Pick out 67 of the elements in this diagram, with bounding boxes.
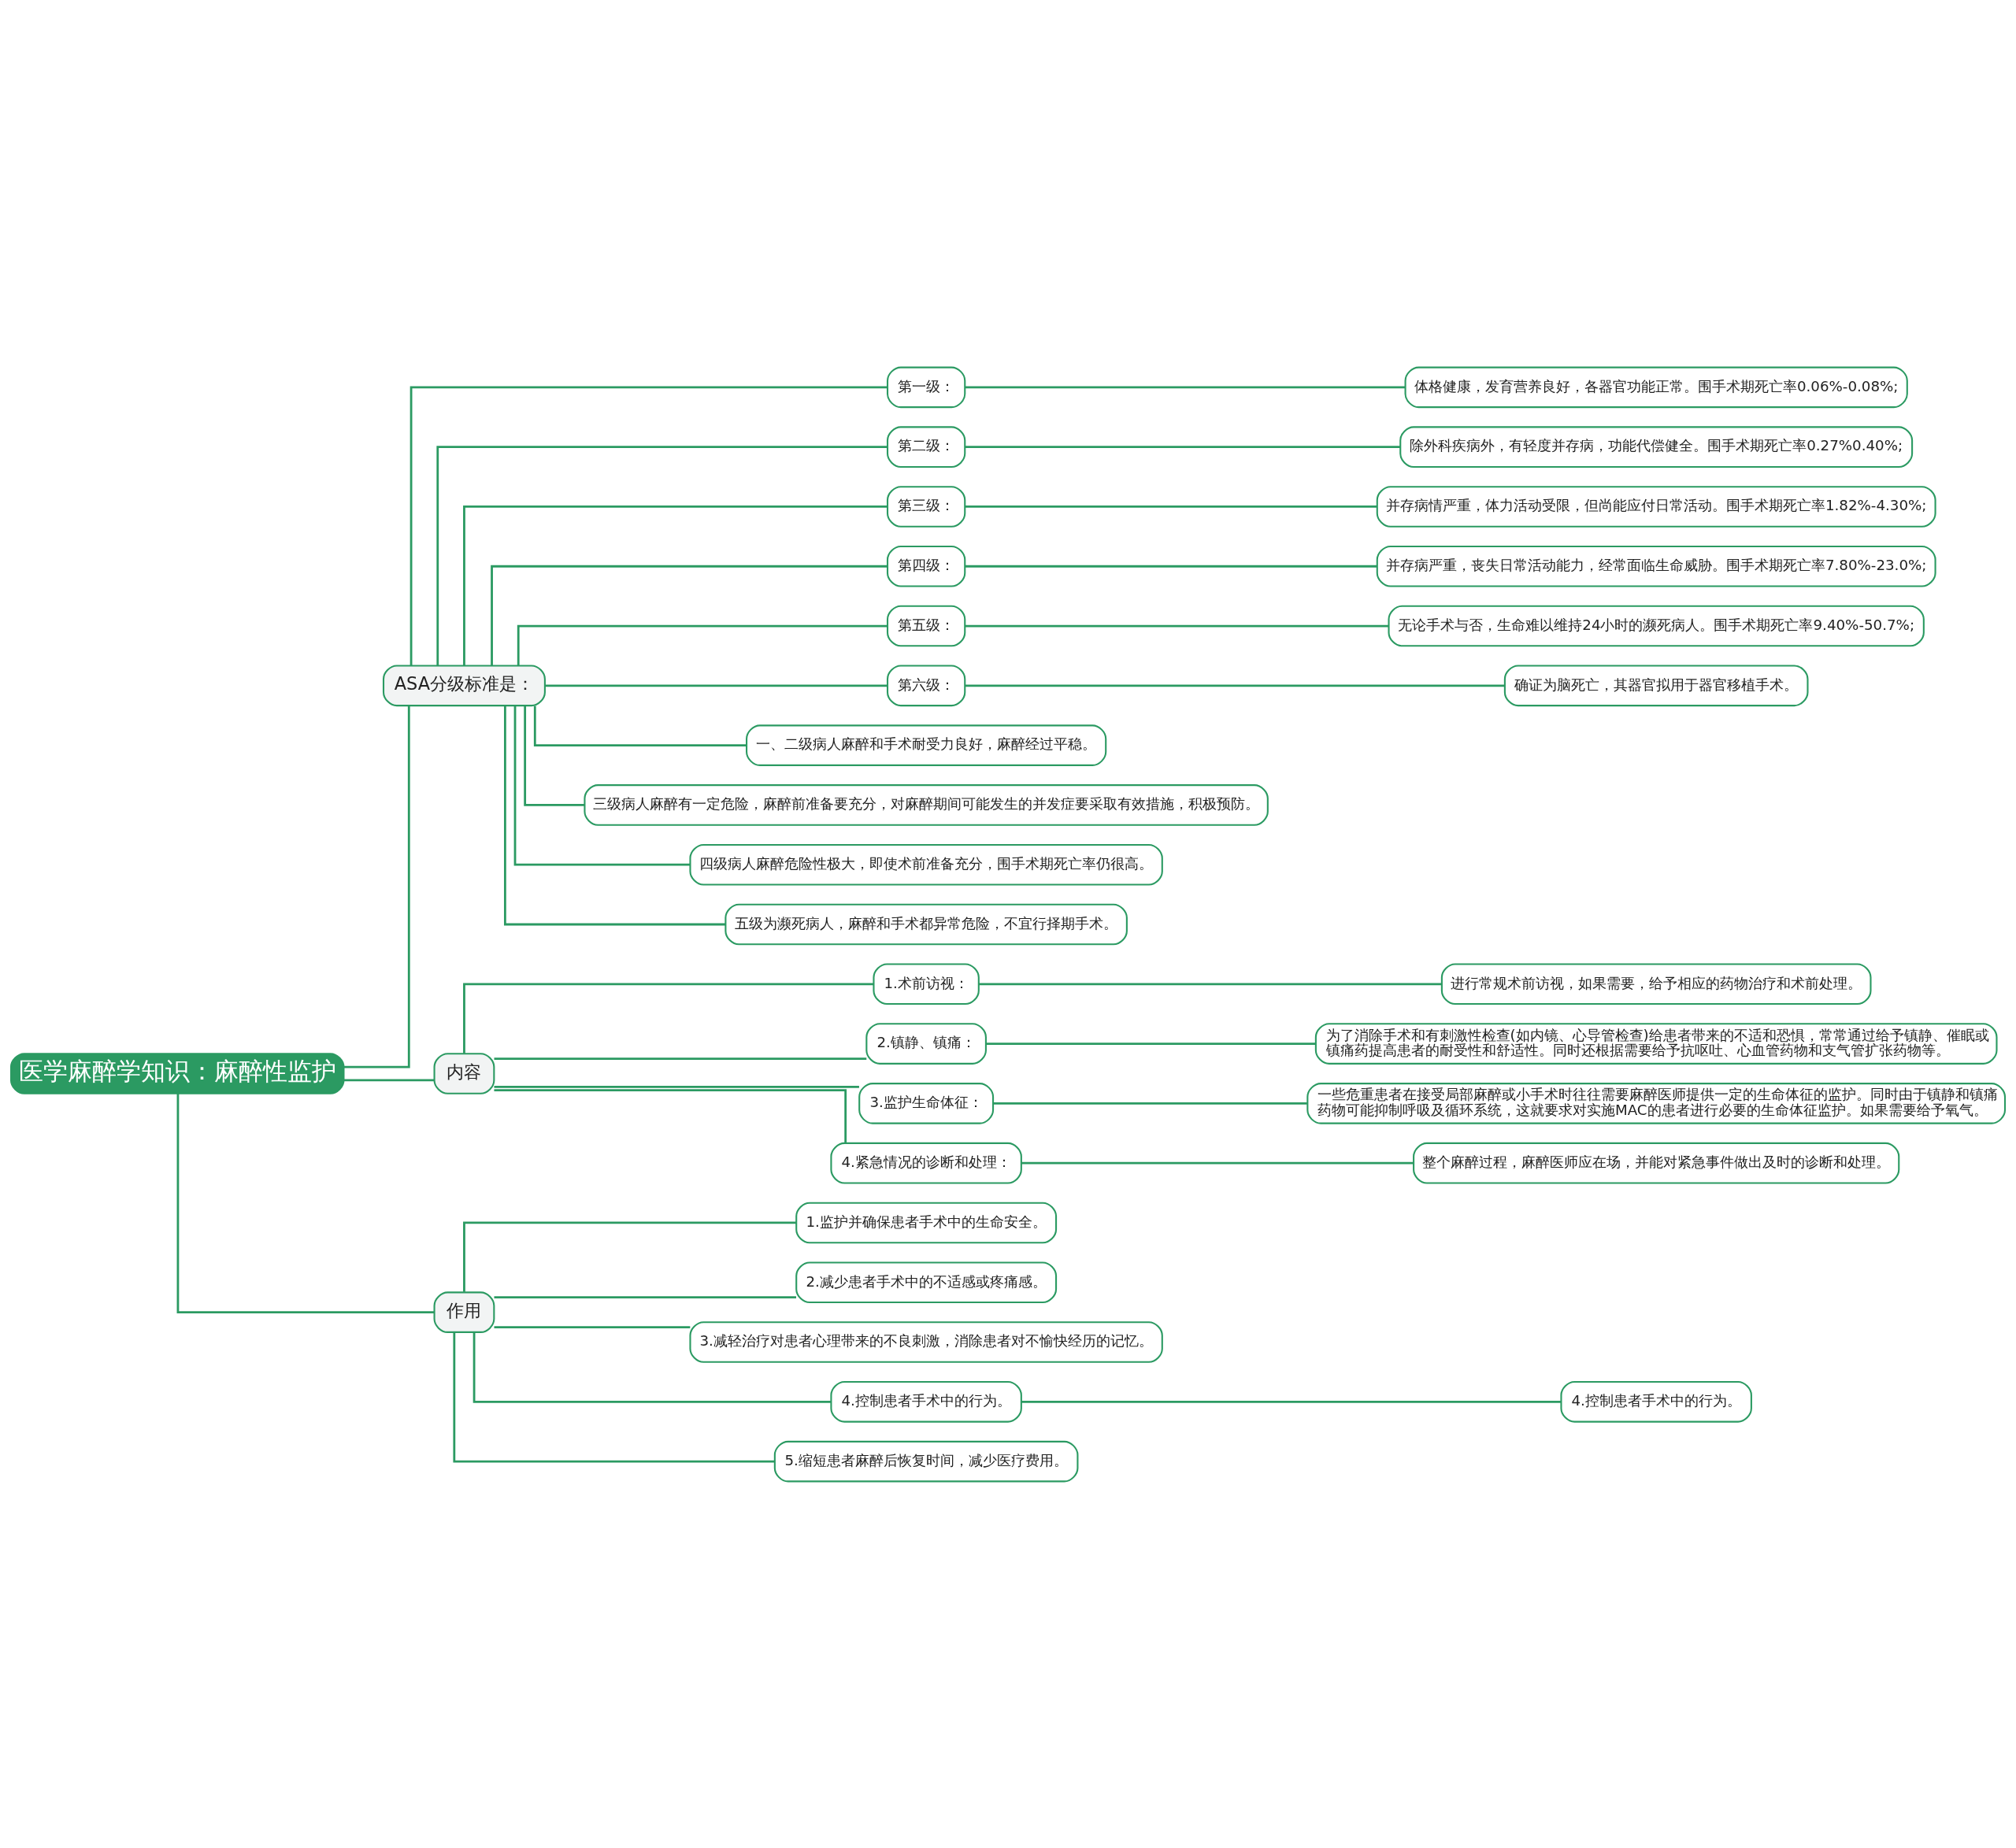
node-box: 整个麻醉过程，麻醉医师应在场，并能对紧急事件做出及时的诊断和处理。 [1413, 1142, 1900, 1183]
node-box: 并存病严重，丧失日常活动能力，经常面临生命威胁。围手术期死亡率7.80%-23.0%; [1376, 545, 1936, 587]
connector [533, 705, 747, 746]
connector [545, 683, 888, 687]
connector [410, 385, 888, 665]
node-box: 内容 [433, 1052, 495, 1094]
node-box: 4.紧急情况的诊断和处理： [830, 1142, 1022, 1183]
node-box: 一、二级病人麻醉和手术耐受力良好，麻醉经过平稳。 [746, 724, 1107, 766]
node-box: 第二级： [886, 425, 966, 468]
node-box: 4.控制患者手术中的行为。 [1560, 1380, 1752, 1423]
connector [494, 1057, 867, 1060]
node-box: 一些危重患者在接受局部麻醉或小手术时往往需要麻醉医师提供一定的生命体征的监护。同时由于镇静和镇痛药物可能抑制呼吸及循环系统，这就要求对实施MAC的患者进行必要的生命体征监护。如果需要给予氧气。 [1306, 1082, 2007, 1124]
connector [1021, 1400, 1562, 1403]
node-box: 1.术前访视： [873, 962, 980, 1005]
connector [1021, 1161, 1414, 1165]
node-box: 第四级： [886, 545, 966, 587]
connector [965, 624, 1389, 627]
node-box: 第一级： [886, 366, 966, 408]
connector [978, 982, 1442, 985]
node-box: 3.减轻治疗对患者心理带来的不良刺激，消除患者对不愉快经历的记忆。 [689, 1320, 1163, 1363]
connector [472, 1331, 832, 1403]
connector [524, 705, 585, 806]
node-box: 为了消除手术和有刺激性检查(如内镜、心导管检查)给患者带来的不适和恐惧，常常通过给予镇静、催眠或镇痛药提高患者的耐受性和舒适性。同时还根据需要给予抗呕吐、心血管药物和支气管扩张药物等。 [1314, 1022, 1998, 1065]
connector [965, 565, 1377, 568]
node-box: 2.镇静、镇痛： [865, 1022, 987, 1065]
node-box: 无论手术与否，生命难以维持24小时的濒死病人。围手术期死亡率9.40%-50.7%; [1388, 605, 1925, 646]
node-box: 第五级： [886, 605, 966, 646]
node-box: 4.控制患者手术中的行为。 [830, 1380, 1022, 1423]
node-box: 1.监护并确保患者手术中的生命安全。 [795, 1202, 1058, 1243]
connector [463, 982, 874, 1054]
connector [176, 1093, 435, 1313]
node-box: 3.监护生命体征： [858, 1082, 995, 1124]
connector [453, 1331, 775, 1463]
connector [965, 683, 1505, 687]
connector [517, 624, 888, 665]
connector [494, 1295, 796, 1298]
node-box: 第六级： [886, 665, 966, 706]
node-box: 体格健康，发育营养良好，各器官功能正常。围手术期死亡率0.06%-0.08%; [1404, 366, 1908, 408]
connector [463, 1221, 797, 1292]
node-box: 三级病人麻醉有一定危险，麻醉前准备要充分，对麻醉期间可能发生的并发症要采取有效措施，积极预防。 [584, 783, 1269, 826]
node-box: 医学麻醉学知识：麻醉性监护 [9, 1052, 345, 1094]
connector [504, 705, 726, 925]
node-box: 作用 [433, 1291, 495, 1333]
connector [993, 1102, 1307, 1105]
connector [965, 505, 1377, 508]
node-box: 除外科疾病外，有轻度并存病，功能代偿健全。围手术期死亡率0.27%0.40%; [1399, 425, 1914, 468]
connector [513, 705, 691, 866]
connector [965, 385, 1406, 388]
connector [494, 1325, 691, 1328]
node-box: ASA分级标准是： [382, 665, 546, 706]
connector [343, 1079, 435, 1081]
connector [494, 1085, 859, 1088]
connector [436, 445, 888, 665]
connector [986, 1042, 1316, 1045]
connector [494, 1088, 847, 1143]
node-box: 第三级： [886, 485, 966, 528]
node-box: 进行常规术前访视，如果需要，给予相应的药物治疗和术前处理。 [1440, 962, 1872, 1005]
connector [965, 445, 1401, 448]
connector [491, 565, 888, 665]
node-box: 并存病情严重，体力活动受限，但尚能应付日常活动。围手术期死亡率1.82%-4.30%; [1376, 485, 1936, 528]
connector [463, 505, 888, 665]
connector [343, 705, 410, 1068]
node-box: 5.缩短患者麻醉后恢复时间，减少医疗费用。 [773, 1440, 1079, 1482]
node-box: 2.减少患者手术中的不适感或疼痛感。 [795, 1261, 1058, 1303]
node-box: 四级病人麻醉危险性极大，即使术前准备充分，围手术期死亡率仍很高。 [689, 843, 1163, 886]
node-box: 确证为脑死亡，其器官拟用于器官移植手术。 [1503, 665, 1809, 706]
node-box: 五级为濒死病人，麻醉和手术都异常危险，不宜行择期手术。 [724, 903, 1128, 945]
